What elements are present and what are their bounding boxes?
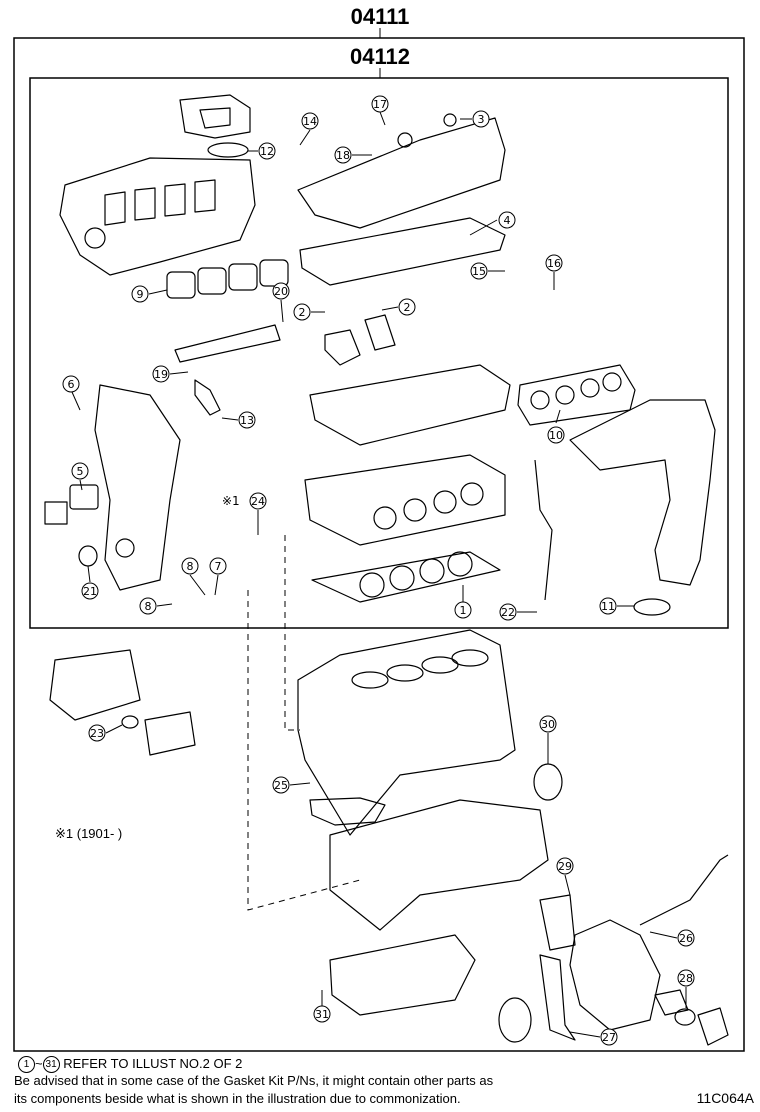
svg-text:2: 2 — [404, 301, 411, 314]
svg-text:5: 5 — [77, 465, 84, 478]
callout-18: 18 — [334, 146, 352, 164]
callout-11: 11 — [599, 597, 617, 615]
svg-text:27: 27 — [602, 1031, 616, 1044]
svg-text:11: 11 — [601, 600, 615, 613]
svg-text:13: 13 — [240, 414, 254, 427]
callout-30: 30 — [539, 715, 557, 733]
svg-text:25: 25 — [274, 779, 288, 792]
svg-text:8: 8 — [145, 600, 152, 613]
svg-text:20: 20 — [274, 285, 288, 298]
ref-to-badge: 31 — [42, 1056, 60, 1074]
callout-27: 27 — [600, 1028, 618, 1046]
callout-24: 24 — [249, 492, 267, 510]
svg-text:18: 18 — [336, 149, 350, 162]
svg-text:10: 10 — [549, 429, 563, 442]
callout-8: 8 — [139, 597, 157, 615]
callout-23: 23 — [88, 724, 106, 742]
callout-13: 13 — [238, 411, 256, 429]
callout-17: 17 — [371, 95, 389, 113]
svg-text:16: 16 — [547, 257, 561, 270]
callout-10: 10 — [547, 426, 565, 444]
svg-text:29: 29 — [558, 860, 572, 873]
illustration-code: 11C064A — [696, 1090, 754, 1106]
callout-5: 5 — [71, 462, 89, 480]
svg-text:15: 15 — [472, 265, 486, 278]
callout-8: 8 — [181, 557, 199, 575]
svg-text:6: 6 — [68, 378, 75, 391]
svg-text:1: 1 — [460, 604, 467, 617]
svg-text:24: 24 — [251, 495, 265, 508]
serial-mark: ※1 — [222, 494, 240, 508]
svg-text:7: 7 — [215, 560, 222, 573]
svg-text:14: 14 — [303, 115, 317, 128]
callout-4: 4 — [498, 211, 516, 229]
callout-1: 1 — [454, 601, 472, 619]
callout-16: 16 — [545, 254, 563, 272]
callout-31: 31 — [313, 1005, 331, 1023]
callout-21: 21 — [81, 582, 99, 600]
refer-text: REFER TO ILLUST NO.2 OF 2 — [63, 1056, 243, 1071]
svg-text:4: 4 — [504, 214, 511, 227]
inner-group-title: 04112 — [350, 44, 410, 69]
outer-frame — [13, 37, 745, 1052]
callout-3: 3 — [472, 110, 490, 128]
svg-text:2: 2 — [299, 306, 306, 319]
callout-12: 12 — [258, 142, 276, 160]
callout-22: 22 — [499, 603, 517, 621]
part-drawings — [44, 94, 729, 1046]
svg-text:12: 12 — [260, 145, 274, 158]
dashed-connectors — [247, 535, 361, 911]
callout-2: 2 — [398, 298, 416, 316]
advisory-line-1: Be advised that in some case of the Gask… — [14, 1073, 494, 1088]
svg-text:28: 28 — [679, 972, 693, 985]
callout-26: 26 — [677, 929, 695, 947]
svg-text:21: 21 — [83, 585, 97, 598]
inner-frame — [29, 77, 729, 629]
callout-2: 2 — [293, 303, 311, 321]
leader-lines — [71, 111, 687, 1038]
svg-text:8: 8 — [187, 560, 194, 573]
svg-text:17: 17 — [373, 98, 387, 111]
svg-text:9: 9 — [137, 288, 144, 301]
outer-group-title: 04111 — [351, 4, 410, 29]
callout-6: 6 — [62, 375, 80, 393]
advisory-line-2: its components beside what is shown in t… — [14, 1091, 461, 1106]
callout-29: 29 — [556, 857, 574, 875]
ref-from-badge: 1 — [18, 1056, 35, 1074]
svg-text:26: 26 — [679, 932, 693, 945]
callout-19: 19 — [152, 365, 170, 383]
callout-15: 15 — [470, 262, 488, 280]
svg-text:31: 31 — [315, 1008, 329, 1021]
callout-14: 14 — [301, 112, 319, 130]
callout-25: 25 — [272, 776, 290, 794]
svg-text:23: 23 — [90, 727, 104, 740]
callout-9: 9 — [131, 285, 149, 303]
svg-text:3: 3 — [478, 113, 485, 126]
svg-text:22: 22 — [501, 606, 515, 619]
svg-text:30: 30 — [541, 718, 555, 731]
callouts: 1 2 2 3 4 5 6 7 8 8 9 10 11 12 13 14 15 … — [62, 95, 695, 1046]
callout-7: 7 — [209, 557, 227, 575]
svg-text:19: 19 — [154, 368, 168, 381]
callout-20: 20 — [272, 282, 290, 300]
callout-28: 28 — [677, 969, 695, 987]
refer-note: 1~31 REFER TO ILLUST NO.2 OF 2 — [18, 1055, 243, 1074]
serial-note: ※1 (1901- ) — [55, 826, 123, 841]
